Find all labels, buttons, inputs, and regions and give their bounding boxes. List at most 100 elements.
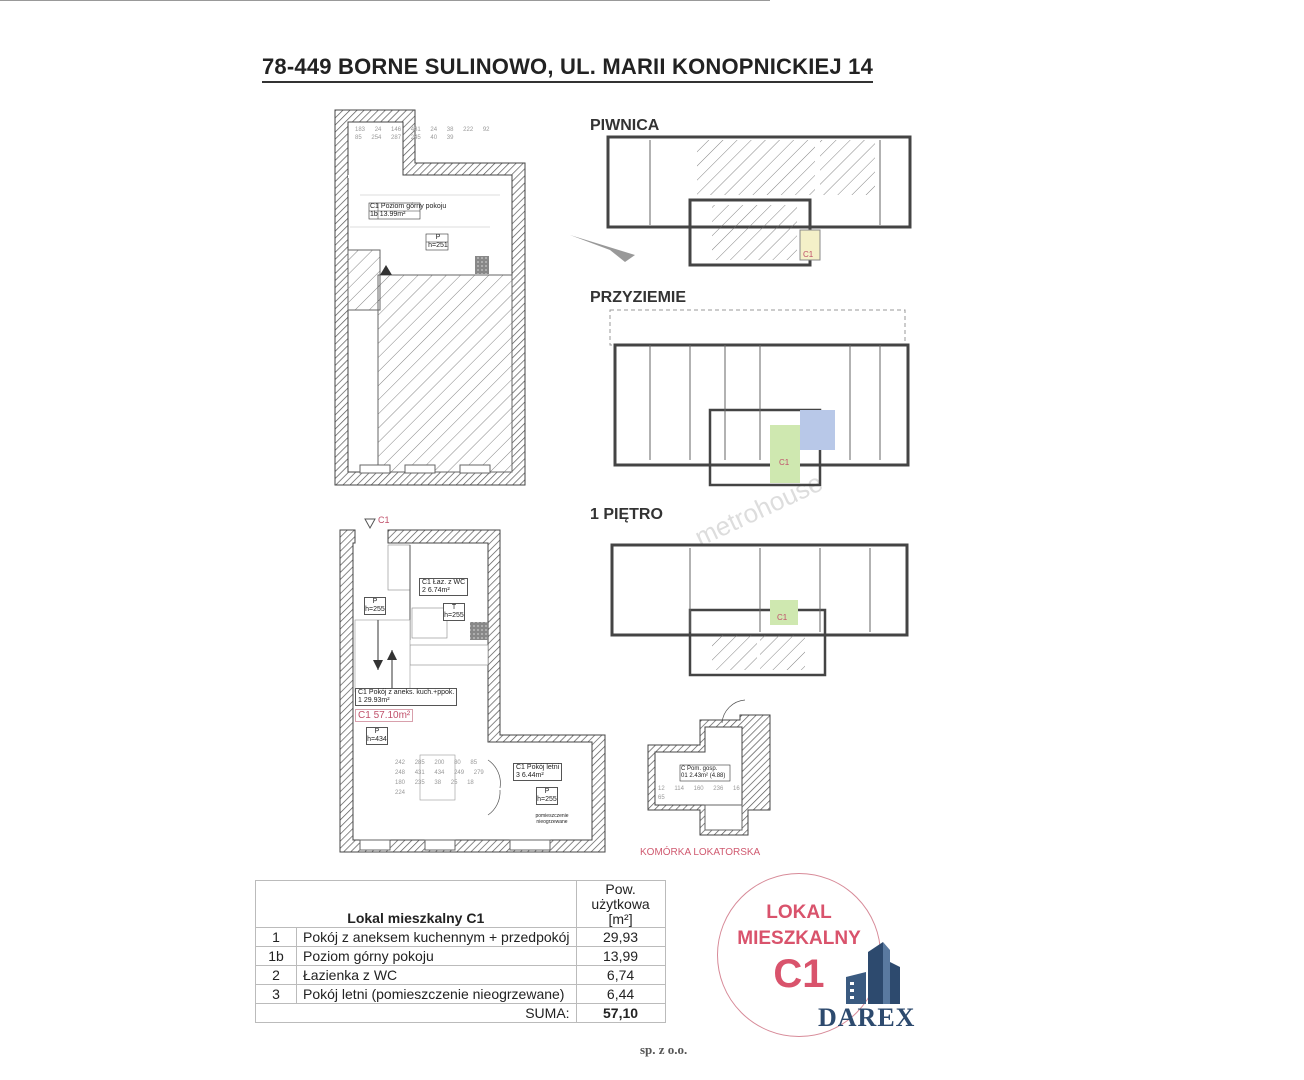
floor-label-basement: PIWNICA <box>590 117 660 134</box>
dimension: 431 <box>410 127 421 133</box>
room-number: 01 <box>681 773 688 779</box>
dimension: 242 <box>395 760 406 766</box>
sum-value: 57,10 <box>575 1003 666 1023</box>
room-name: Łaz. z WC <box>432 579 466 586</box>
dimension: 16 <box>732 786 740 792</box>
room-area: 6.74m² <box>427 587 450 594</box>
unit-area: 57.10m² <box>373 710 411 721</box>
storage-label: C Pom. gosp. 01 2.43m² (4.88) <box>681 766 725 780</box>
dimension: 12 <box>658 786 665 792</box>
floor-tag: P <box>372 598 378 605</box>
row-number: 3 <box>255 984 297 1004</box>
room-height: h=255 <box>444 612 464 619</box>
dimension: 222 <box>463 127 474 133</box>
dimension: 180 <box>395 780 406 786</box>
upper-room-label: C1 Poziom górny pokoju 1b 13.99m² <box>370 203 446 219</box>
unit-code: C1 <box>358 710 371 721</box>
floor-tag: P <box>544 788 550 795</box>
dimension: 287 <box>391 135 402 141</box>
storage-dimensions: 12 114 160 236 16 65 <box>658 785 740 803</box>
floor-label-first: 1 PIĘTRO <box>590 506 663 523</box>
floor-tag: P <box>374 728 380 735</box>
room-area: 6.44m² <box>521 772 544 779</box>
dimension: 146 <box>391 127 402 133</box>
unheated-note: pomieszczenie nieogrzewane <box>535 813 569 825</box>
dimension: 38 <box>446 127 454 133</box>
unit-stamp: LOKAL MIESZKALNY C1 <box>717 873 881 1037</box>
room-code: C1 <box>422 579 431 586</box>
dimension: 285 <box>414 760 425 766</box>
room-code: C1 <box>370 203 379 210</box>
unit-marker-basement: C1 <box>803 250 814 259</box>
dimension: 85 <box>470 760 478 766</box>
floor-tag: T <box>451 604 457 611</box>
dimension: 431 <box>414 770 425 776</box>
unit-marker-first: C1 <box>777 613 788 622</box>
row-area: 29,93 <box>575 927 666 947</box>
row-name: Pokój z aneksem kuchennym + przedpokój <box>296 927 577 947</box>
lower-level-plan <box>339 518 606 853</box>
dimension: 160 <box>693 786 704 792</box>
room-code: C1 <box>358 689 367 696</box>
row-number: 1 <box>255 927 297 947</box>
room-height: h=255 <box>537 796 557 803</box>
row-area: 6,44 <box>575 984 666 1004</box>
room-name: Poziom górny pokoju <box>380 203 447 210</box>
row-number: 2 <box>255 965 297 985</box>
dimension: 18 <box>467 780 474 786</box>
row-number: 1b <box>255 946 297 966</box>
table-header-name: Lokal mieszkalny C1 <box>255 880 577 928</box>
ground-floor-key-plan <box>609 309 910 487</box>
room-area: 29.93m² <box>363 697 390 704</box>
table-sum-row: SUMA:57,10 <box>255 1003 666 1023</box>
room-number: 2 <box>422 587 426 594</box>
room-number: 1b <box>370 211 378 218</box>
living-label: C1 Pokój z aneks. kuch.+ppok. 1 29.93m² <box>355 688 458 706</box>
storage-caption: KOMÓRKA LOKATORSKA <box>640 847 761 858</box>
scan-edge-line <box>0 0 770 1</box>
first-floor-key-plan <box>610 543 909 677</box>
table-header: Lokal mieszkalny C1 Pow. użytkowa [m²] <box>255 880 666 928</box>
stamp-line-1: LOKAL <box>766 902 832 923</box>
dimension: 114 <box>674 786 684 792</box>
room-name: Pokój letni <box>526 764 560 771</box>
room-height: h=255 <box>365 606 385 613</box>
sum-label: SUMA: <box>255 1003 577 1023</box>
page-title: 78-449 BORNE SULINOWO, UL. MARII KONOPNI… <box>262 54 874 83</box>
dimension: 40 <box>430 135 438 141</box>
room-number: 1 <box>358 697 362 704</box>
room-code: C1 <box>516 764 525 771</box>
row-name: Pokój letni (pomieszczenie nieogrzewane) <box>296 984 577 1004</box>
row-name: Poziom górny pokoju <box>296 946 577 966</box>
room-number: 3 <box>516 772 520 779</box>
floor-label-ground: PRZYZIEMIE <box>590 289 687 306</box>
bath-label: C1 Łaz. z WC 2 6.74m² <box>419 578 469 596</box>
entrance-marker: C1 <box>378 515 390 525</box>
basement-key-plan <box>570 135 912 267</box>
table-header-area: Pow. użytkowa [m²] <box>575 880 666 928</box>
dimension: 183 <box>355 127 366 133</box>
room-area: 13.99m² <box>379 211 406 218</box>
dimension: 245 <box>410 135 421 141</box>
dimension: 224 <box>395 790 406 796</box>
room-area: 2.43m² (4.88) <box>689 773 726 779</box>
dimension: 39 <box>446 135 454 141</box>
area-table: Lokal mieszkalny C1 Pow. użytkowa [m²] 1… <box>255 880 666 1023</box>
dimension: 254 <box>371 135 382 141</box>
row-area: 13,99 <box>575 946 666 966</box>
room-code: C <box>681 766 686 772</box>
row-area: 6,74 <box>575 965 666 985</box>
upper-height-tag: P h=251 <box>428 234 448 250</box>
dimension: 235 <box>414 780 425 786</box>
dimension: 24 <box>374 127 382 133</box>
dimension: 25 <box>450 780 458 786</box>
dimension: 24 <box>430 127 438 133</box>
dimension: 92 <box>482 127 490 133</box>
dimension: 80 <box>454 760 461 766</box>
